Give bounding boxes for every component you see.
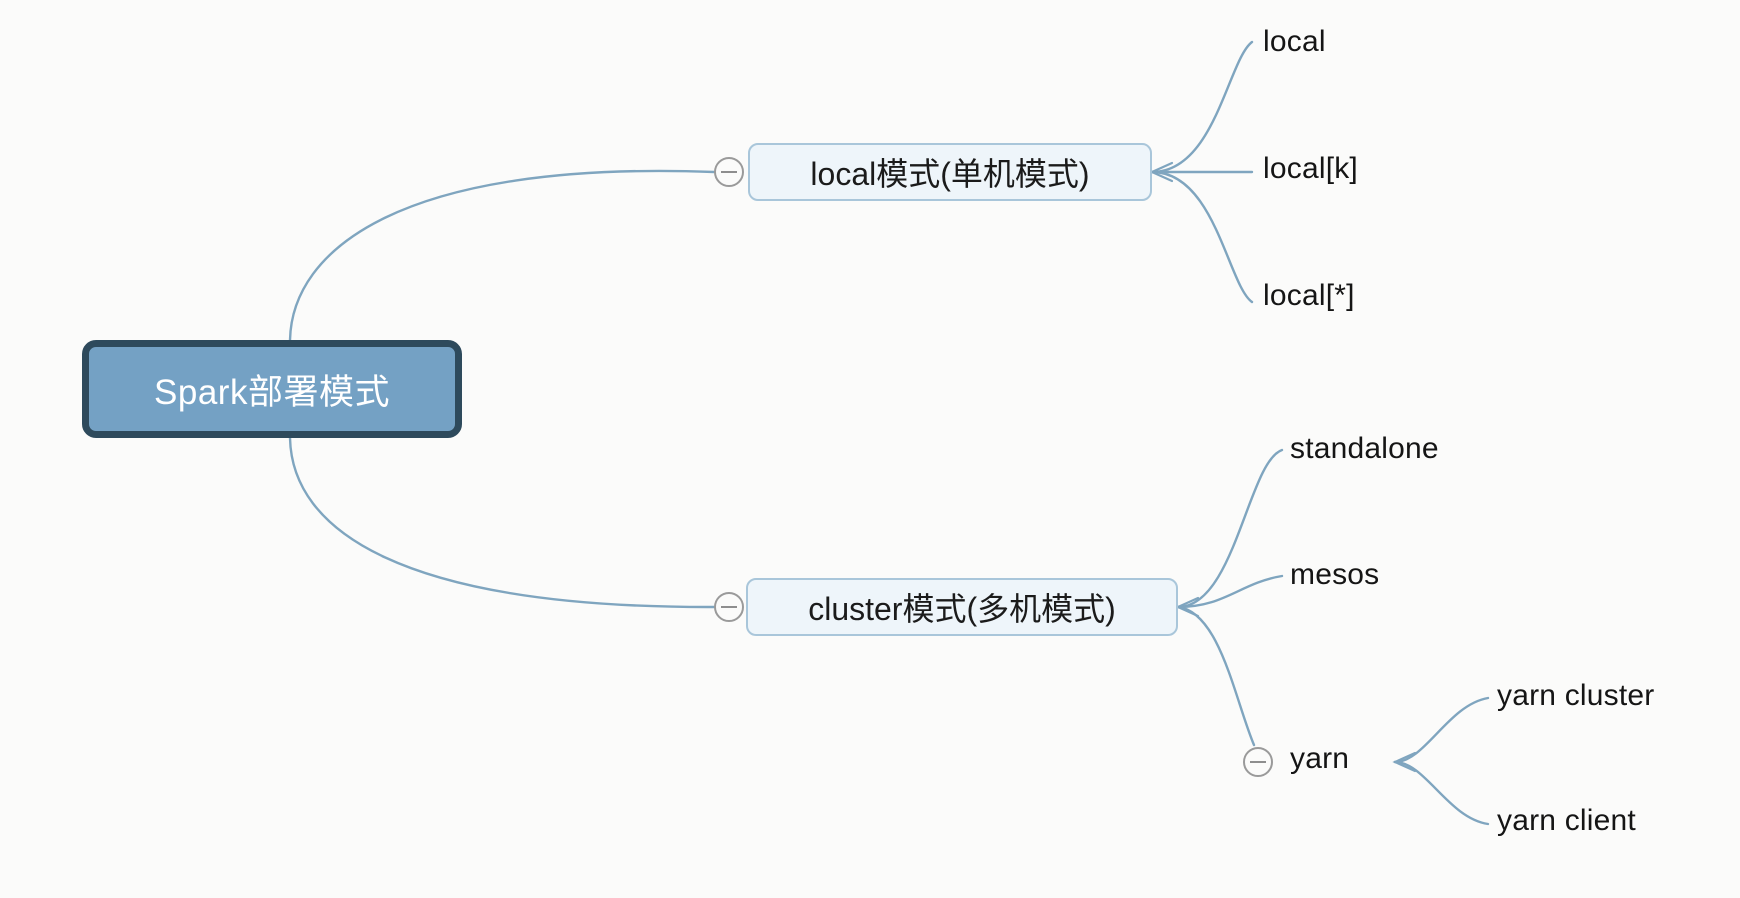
edge-arrow-cluster bbox=[1175, 596, 1200, 618]
edge-yarn-to-yarnclient bbox=[1393, 760, 1490, 826]
edge-yarn-to-yarncluster bbox=[1393, 696, 1490, 764]
edge-root-local bbox=[288, 169, 716, 342]
collapse-toggle-local-icon[interactable] bbox=[714, 157, 744, 187]
root-node[interactable]: Spark部署模式 bbox=[82, 340, 462, 438]
edge-arrow-local bbox=[1149, 161, 1174, 183]
edge-cluster-to-yarn bbox=[1176, 605, 1256, 747]
edge-local-to-local bbox=[1150, 40, 1254, 174]
leaf-node-yarn[interactable]: yarn bbox=[1290, 742, 1350, 775]
edge-arrow-yarn bbox=[1392, 751, 1417, 773]
leaf-node-standalone[interactable]: standalone bbox=[1290, 432, 1439, 465]
leaf-node-local[interactable]: local bbox=[1263, 25, 1326, 58]
edge-root-cluster bbox=[288, 436, 716, 609]
edge-local-to-localstar bbox=[1150, 170, 1254, 304]
branch-node-local[interactable]: local模式(单机模式) bbox=[748, 143, 1152, 201]
leaf-node-yarn-cluster[interactable]: yarn cluster bbox=[1497, 679, 1655, 712]
collapse-toggle-yarn-icon[interactable] bbox=[1243, 747, 1273, 777]
collapse-toggle-cluster-icon[interactable] bbox=[714, 592, 744, 622]
leaf-node-yarn-client[interactable]: yarn client bbox=[1497, 804, 1636, 837]
leaf-node-local-k[interactable]: local[k] bbox=[1263, 152, 1358, 185]
edge-cluster-to-standalone bbox=[1176, 448, 1284, 609]
edge-cluster-to-mesos bbox=[1176, 574, 1284, 609]
branch-node-cluster[interactable]: cluster模式(多机模式) bbox=[746, 578, 1178, 636]
leaf-node-local-star[interactable]: local[*] bbox=[1263, 279, 1355, 312]
leaf-node-mesos[interactable]: mesos bbox=[1290, 558, 1380, 591]
